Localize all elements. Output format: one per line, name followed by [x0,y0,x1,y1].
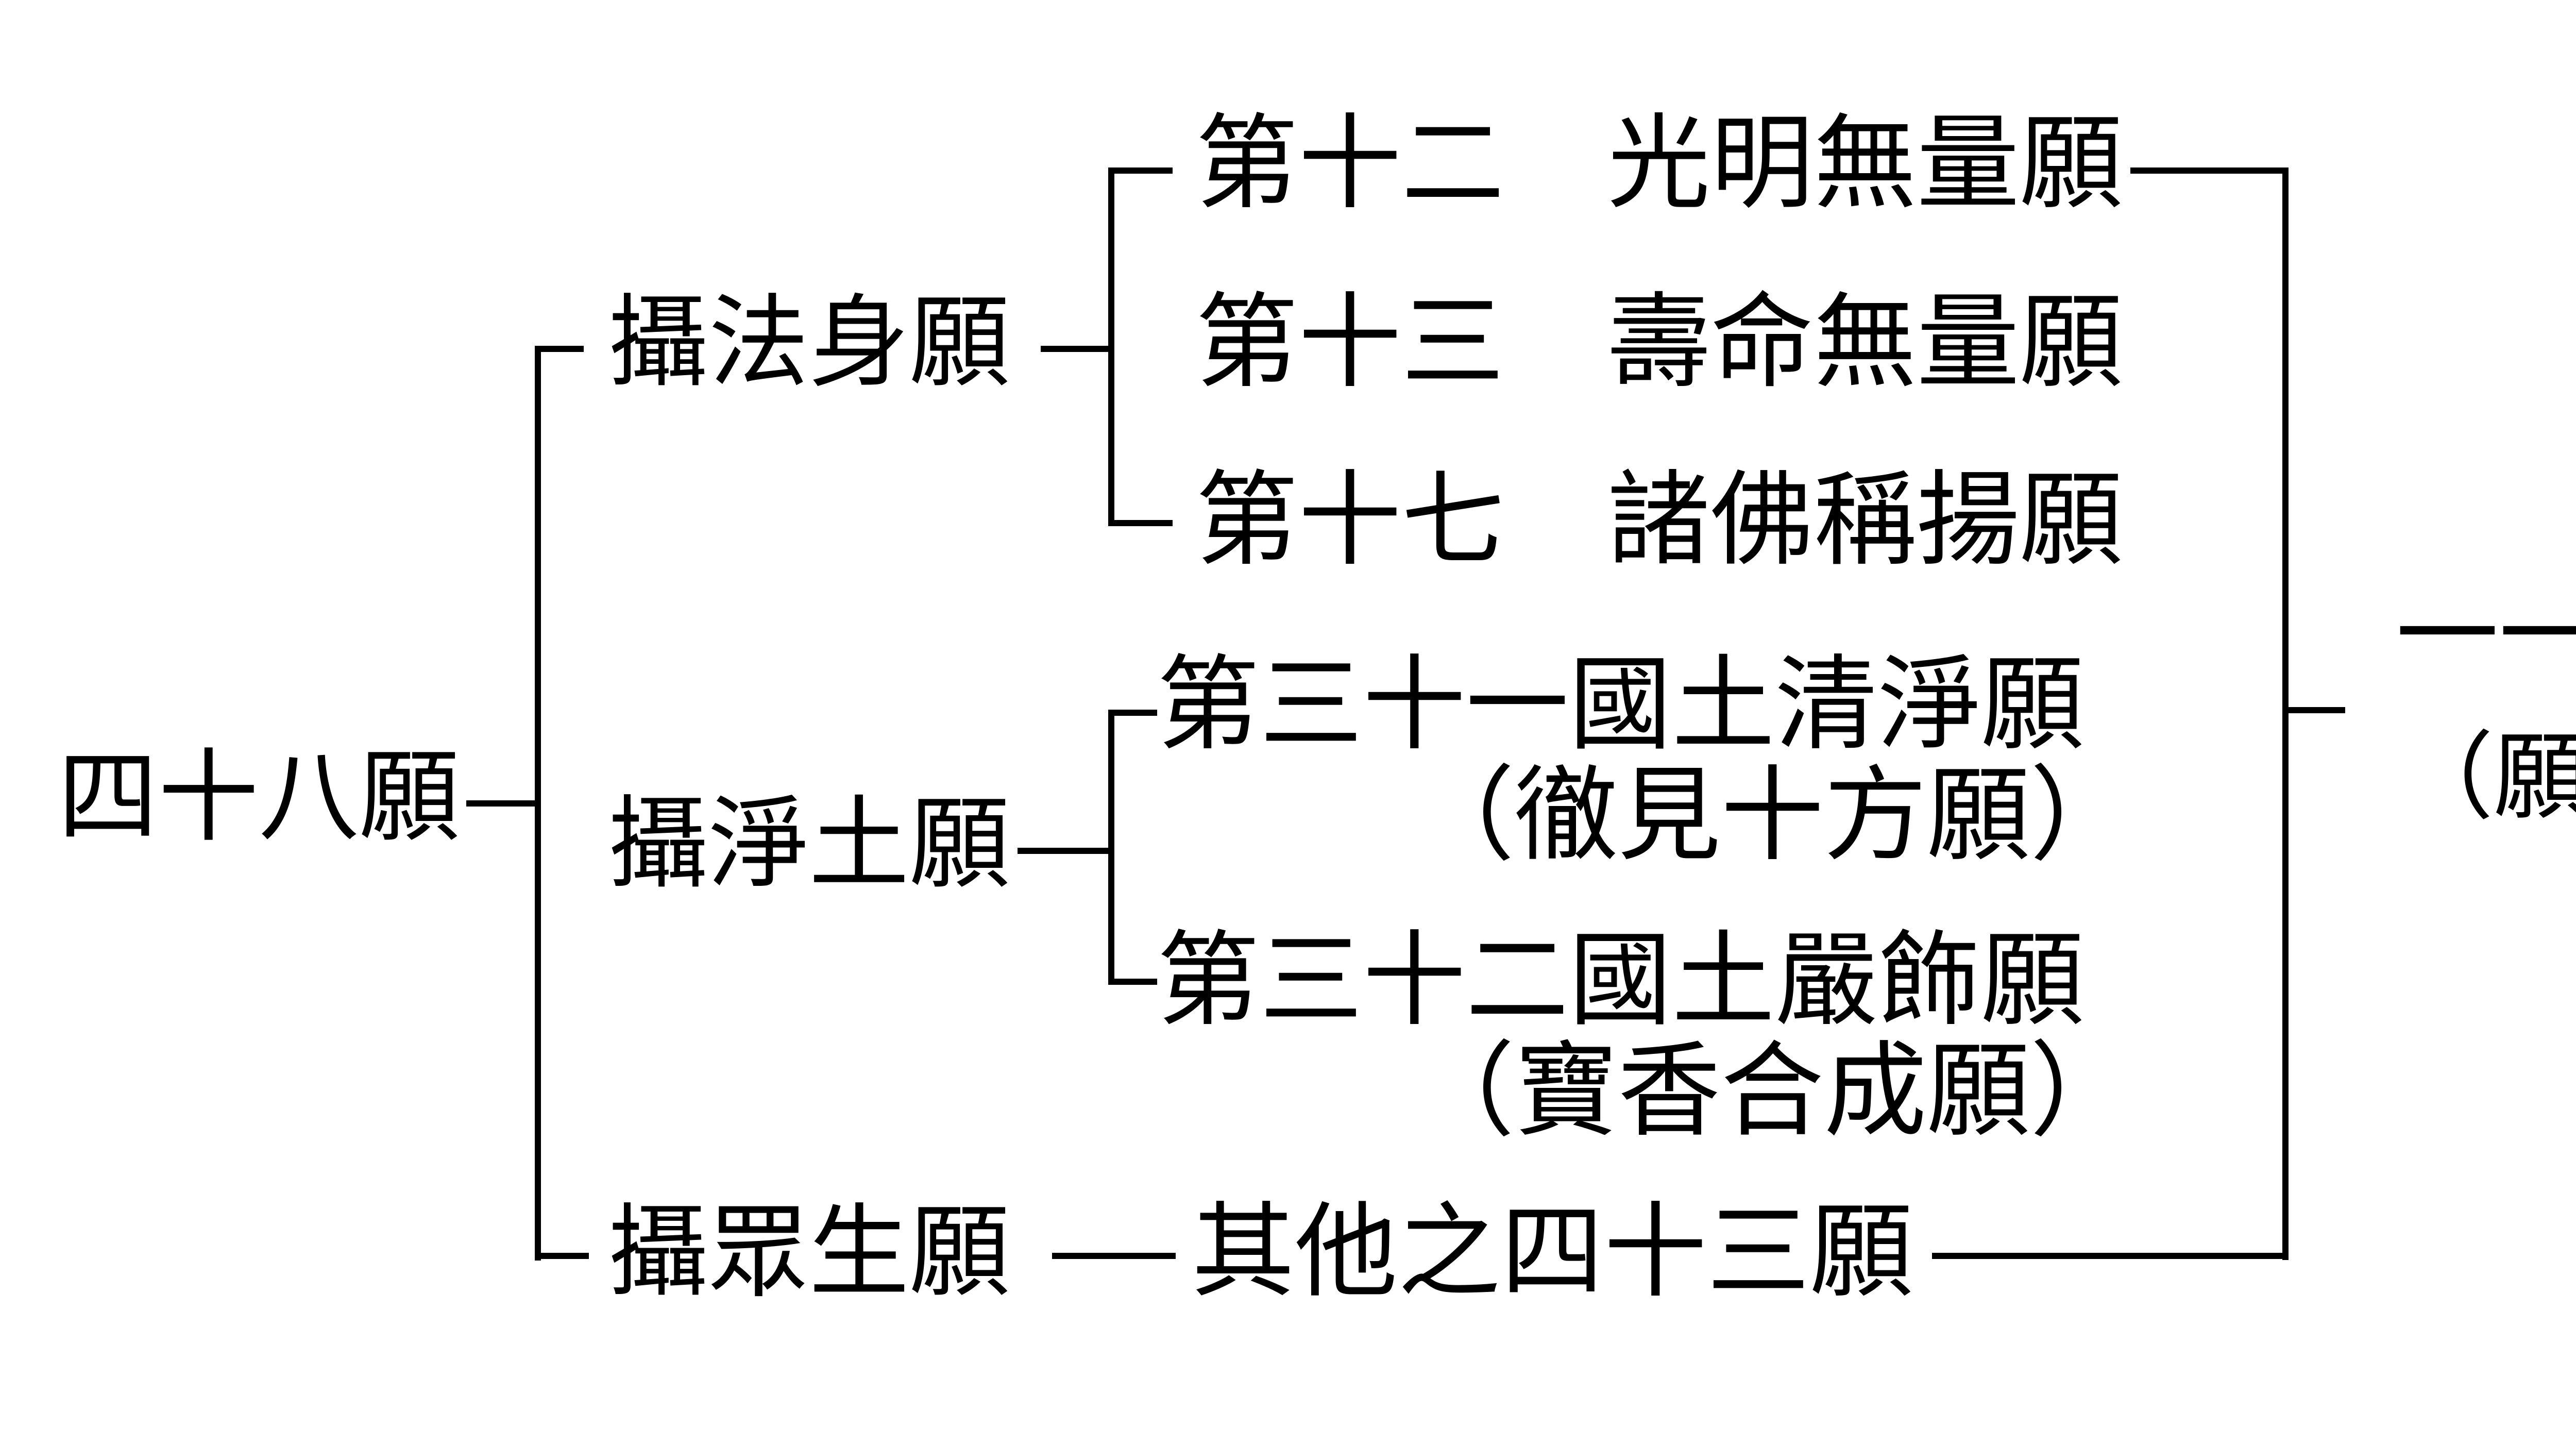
level1-bracket-vertical [535,346,541,1261]
other-43-vows: 其他之四十三願 [1192,1196,1913,1310]
level2a-bracket-vertical [1108,167,1114,526]
level2a-tick-vow12 [1108,167,1173,174]
vow-31-pure-land: 第三十一國土清淨願 [1157,649,2084,763]
root-connector-line [466,800,541,807]
level1-tick-dharma-body [535,346,584,352]
conclusion-line-1: 一一誓願為眾生 [2396,579,2576,693]
vow12-to-right-connector [2130,167,2289,174]
other43-to-right-connector [1932,1253,2289,1259]
conclusion-line-2: （願願三攝──影略互顯） [2398,726,2576,831]
branch-sentient-beings-vows: 攝眾生願 [608,1198,1010,1309]
branch-dharma-body-vows: 攝法身願 [608,288,1010,399]
vow-13-infinite-life: 第十三 壽命無量願 [1195,287,2123,400]
level2b-tick-vow31 [1108,710,1157,716]
vow-32-adorned-land: 第三十二國土嚴飾願 [1157,925,2084,1038]
level1-tick-sentient-beings [535,1253,589,1259]
level2a-tick-vow17 [1108,520,1173,526]
level2b-bracket-vertical [1108,710,1114,985]
vow-32-subtitle: （寶香合成願） [1412,1035,2133,1149]
right-bracket-conclusion-tick [2289,707,2345,713]
vow-12-infinite-light: 第十二 光明無量願 [1195,108,2123,222]
root-node-48-vows: 四十八願 [58,743,460,854]
vow-31-subtitle: （徹見十方願） [1412,760,2133,874]
right-bracket-vertical [2282,167,2289,1260]
vow-17-praise-by-buddhas: 第十七 諸佛稱揚願 [1195,464,2123,578]
level2b-tick-vow32 [1108,979,1157,985]
branch-pure-land-vows: 攝淨土願 [608,790,1010,901]
sentient-beings-branch-dash [1052,1253,1176,1259]
pure-land-branch-dash [1018,848,1114,854]
dharma-body-branch-dash [1041,346,1114,352]
